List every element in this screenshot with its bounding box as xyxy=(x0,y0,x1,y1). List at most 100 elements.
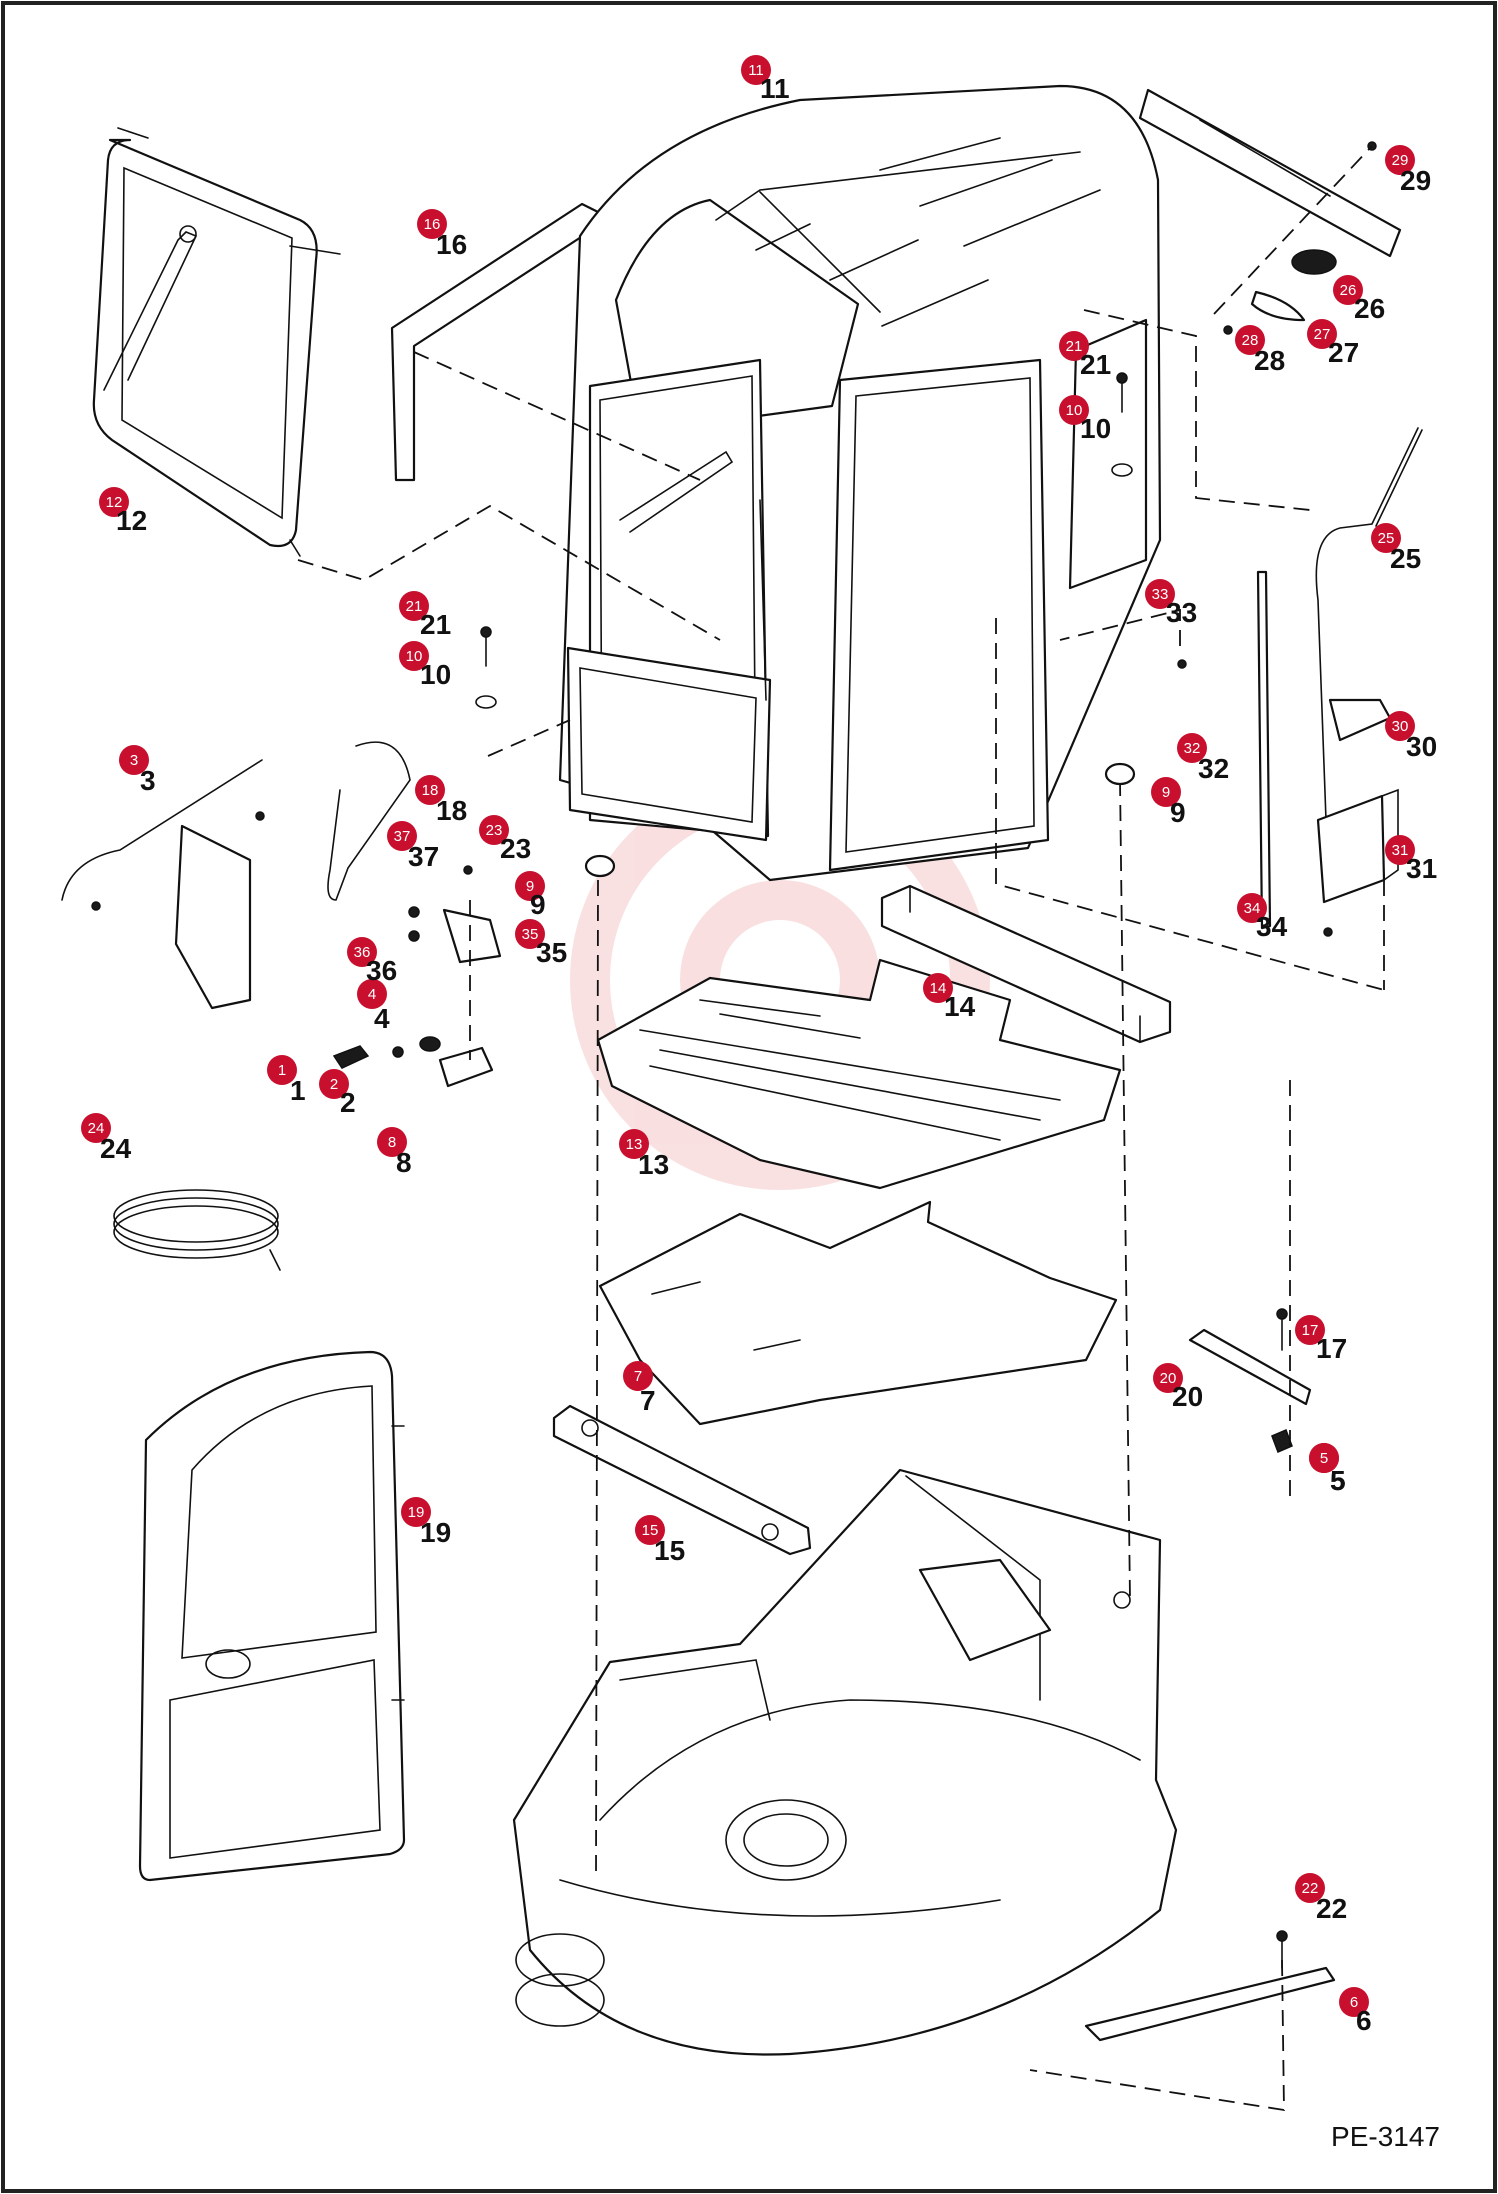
callout-badge-label: 20 xyxy=(1160,1370,1177,1387)
callout-badge-label: 36 xyxy=(354,944,371,961)
part-hose-coil xyxy=(113,1189,281,1271)
callout-badge xyxy=(635,1515,665,1545)
callout-badge xyxy=(619,1129,649,1159)
part-light-assembly xyxy=(1138,88,1402,335)
callout-number: 18 xyxy=(436,795,467,826)
callout-badge-label: 23 xyxy=(486,822,503,839)
callout-number: 5 xyxy=(1330,1465,1346,1496)
callout-badge xyxy=(623,1361,653,1391)
callout-badge-label: 1 xyxy=(278,1062,286,1079)
part-seal-channel xyxy=(390,202,600,482)
callout-number: 8 xyxy=(396,1147,412,1178)
part-left-bracket xyxy=(61,759,265,1010)
callout-badge-label: 2 xyxy=(330,1076,338,1093)
callout-badge xyxy=(515,919,545,949)
part-base-frame xyxy=(512,1468,1178,2056)
callout-badge-label: 27 xyxy=(1314,326,1331,343)
callout-9: 99 xyxy=(1151,777,1186,828)
callout-8: 88 xyxy=(377,1127,412,1178)
callout-badge-label: 21 xyxy=(1066,338,1083,355)
callout-number: 14 xyxy=(944,991,976,1022)
callout-badge xyxy=(515,871,545,901)
callout-badge-label: 9 xyxy=(526,878,534,895)
callout-badge xyxy=(1385,145,1415,175)
callout-badge xyxy=(347,937,377,967)
drawing-reference: PE-3147 xyxy=(1331,2121,1440,2152)
callout-badge-label: 5 xyxy=(1320,1450,1328,1467)
callout-number: 28 xyxy=(1254,345,1285,376)
callout-number: 2 xyxy=(340,1087,356,1118)
callout-badge-label: 10 xyxy=(406,648,423,665)
callout-badge-label: 10 xyxy=(1066,402,1083,419)
callout-badge-label: 25 xyxy=(1378,530,1395,547)
callout-number: 9 xyxy=(530,889,546,920)
callout-badge-label: 31 xyxy=(1392,842,1409,859)
callout-badge-label: 21 xyxy=(406,598,423,615)
callout-badge-label: 6 xyxy=(1350,1994,1358,2011)
callout-number: 25 xyxy=(1390,543,1421,574)
callout-9: 99 xyxy=(515,871,546,920)
callout-number: 35 xyxy=(536,937,567,968)
callout-2: 22 xyxy=(319,1069,356,1118)
part-vertical-seals xyxy=(1256,570,1272,930)
callout-number: 17 xyxy=(1316,1333,1347,1364)
callout-3: 33 xyxy=(119,745,156,796)
callout-badge xyxy=(1295,1315,1325,1345)
callout-badge xyxy=(1145,579,1175,609)
callout-number: 21 xyxy=(420,609,451,640)
callout-number: 22 xyxy=(1316,1893,1347,1924)
callout-badge xyxy=(417,209,447,239)
callout-badge xyxy=(741,55,771,85)
callout-badge xyxy=(1339,1987,1369,2017)
part-door xyxy=(138,1350,406,1882)
callout-badge-label: 11 xyxy=(748,62,764,79)
callout-badge xyxy=(1059,331,1089,361)
callout-badge xyxy=(1177,733,1207,763)
callout-number: 15 xyxy=(654,1535,685,1566)
callout-number: 13 xyxy=(638,1149,669,1180)
callout-badge-label: 8 xyxy=(388,1134,396,1151)
callout-number: 23 xyxy=(500,833,531,864)
callout-number: 29 xyxy=(1400,165,1431,196)
callout-badge-label: 14 xyxy=(930,980,947,997)
callout-number: 7 xyxy=(640,1385,656,1416)
callout-badge xyxy=(401,1497,431,1527)
callout-badge xyxy=(119,745,149,775)
callout-badge-label: 32 xyxy=(1184,740,1201,757)
callout-number: 21 xyxy=(1080,349,1111,380)
callout-number: 11 xyxy=(760,73,790,104)
part-window-frame xyxy=(92,127,341,557)
callout-4: 44 xyxy=(357,979,390,1034)
callout-badge-label: 18 xyxy=(422,782,439,799)
callout-badge-label: 16 xyxy=(424,216,441,233)
callout-badge xyxy=(1309,1443,1339,1473)
callout-badge-label: 34 xyxy=(1244,900,1261,917)
callout-badge xyxy=(81,1113,111,1143)
callout-badge xyxy=(1235,325,1265,355)
callout-badge-label: 15 xyxy=(642,1522,659,1539)
callout-badge-label: 37 xyxy=(394,828,411,845)
callout-badge-label: 3 xyxy=(130,752,138,769)
callout-number: 10 xyxy=(420,659,451,690)
callout-badge xyxy=(1307,319,1337,349)
callout-number: 5 xyxy=(1330,1465,1346,1496)
